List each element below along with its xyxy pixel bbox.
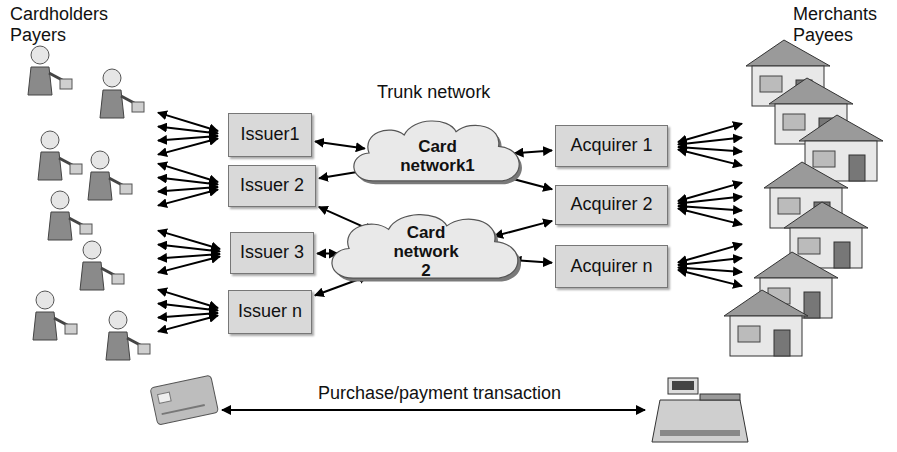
- fan-arrow: [158, 127, 218, 134]
- node-text: Acquirer 2: [570, 195, 652, 215]
- network-link: [515, 150, 553, 153]
- fan-arrow: [678, 150, 742, 166]
- bank-box: Acquirer 2: [555, 185, 668, 225]
- fan-arrow: [158, 304, 218, 311]
- node-text: Issuer 3: [240, 243, 304, 263]
- fan-arrow: [158, 245, 220, 252]
- merchant-shop: [724, 290, 808, 356]
- node-text: Issuer n: [238, 302, 302, 322]
- bank-box: Issuer n: [228, 290, 312, 334]
- cardholder-figure: [48, 191, 92, 240]
- fan-arrow: [678, 258, 742, 265]
- fan-arrow: [678, 138, 742, 145]
- cardholder-figure: [100, 69, 144, 118]
- fan-arrow: [158, 190, 218, 206]
- fan-arrow: [158, 257, 220, 273]
- fan-arrow: [158, 139, 218, 155]
- node-text: Acquirer n: [570, 257, 652, 277]
- cardholder-figure: [80, 241, 124, 290]
- cardholder-figure: [38, 131, 82, 180]
- cardholder-figure: [106, 311, 150, 360]
- cardholder-figure: [33, 291, 77, 340]
- bank-box: Issuer 2: [228, 165, 316, 207]
- fan-arrow: [678, 209, 742, 225]
- cardholder-figure: [28, 46, 72, 95]
- network-cloud: Card network1: [345, 112, 530, 194]
- bank-box: Acquirer 1: [555, 125, 668, 167]
- node-text: Issuer 2: [240, 176, 304, 196]
- network-link: [494, 221, 552, 236]
- network-link: [315, 141, 365, 148]
- cardholder-figure: [88, 151, 132, 200]
- fan-arrow: [678, 270, 742, 286]
- text-label: Merchants Payees: [793, 4, 877, 45]
- fan-arrow: [678, 197, 742, 204]
- text-label: Purchase/payment transaction: [318, 383, 561, 404]
- bank-box: Acquirer n: [555, 245, 668, 288]
- bank-box: Issuer 3: [230, 232, 314, 274]
- text-label: Cardholders Payers: [10, 4, 108, 45]
- node-text: Acquirer 1: [570, 136, 652, 156]
- node-text: Card network 2: [393, 224, 458, 280]
- transaction-arrow: [222, 409, 645, 411]
- cash-register: [652, 378, 748, 442]
- node-text: Card network1: [400, 138, 475, 175]
- fan-arrow: [158, 316, 218, 332]
- node-text: Issuer1: [240, 125, 299, 145]
- payment-card: [150, 375, 219, 425]
- bank-box: Issuer1: [228, 113, 312, 157]
- text-label: Trunk network: [377, 82, 490, 103]
- network-cloud: Card network 2: [322, 205, 530, 292]
- fan-arrow: [158, 178, 218, 185]
